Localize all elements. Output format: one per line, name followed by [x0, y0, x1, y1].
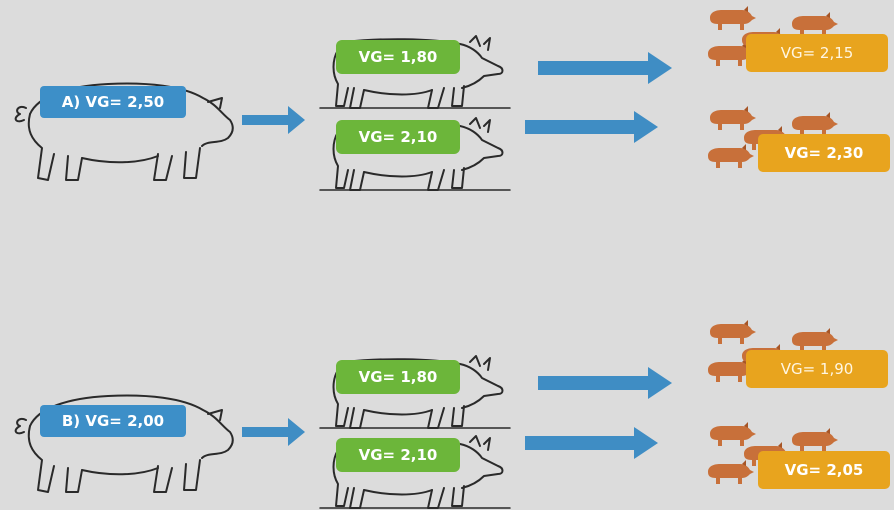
right-arrow-icon: [538, 52, 672, 84]
right-arrow-icon: [525, 427, 658, 459]
sire-b-breeding-value-label: B) VG= 2,00: [40, 405, 186, 437]
offspring-b1-breeding-value-label: VG= 1,90: [746, 350, 888, 388]
right-arrow-icon: [242, 418, 305, 446]
offspring-b2-breeding-value-label: VG= 2,05: [758, 451, 890, 489]
right-arrow-icon: [538, 367, 672, 399]
boar-a1-breeding-value-label: VG= 1,80: [336, 40, 460, 74]
boar-a2-breeding-value-label: VG= 2,10: [336, 120, 460, 154]
group-a: [14, 6, 838, 191]
boar-b1-breeding-value-label: VG= 1,80: [336, 360, 460, 394]
boar-b2-breeding-value-label: VG= 2,10: [336, 438, 460, 472]
offspring-a2-breeding-value-label: VG= 2,30: [758, 134, 890, 172]
offspring-a1-breeding-value-label: VG= 2,15: [746, 34, 888, 72]
right-arrow-icon: [242, 106, 305, 134]
right-arrow-icon: [525, 111, 658, 143]
sire-a-breeding-value-label: A) VG= 2,50: [40, 86, 186, 118]
group-b: [14, 320, 838, 509]
